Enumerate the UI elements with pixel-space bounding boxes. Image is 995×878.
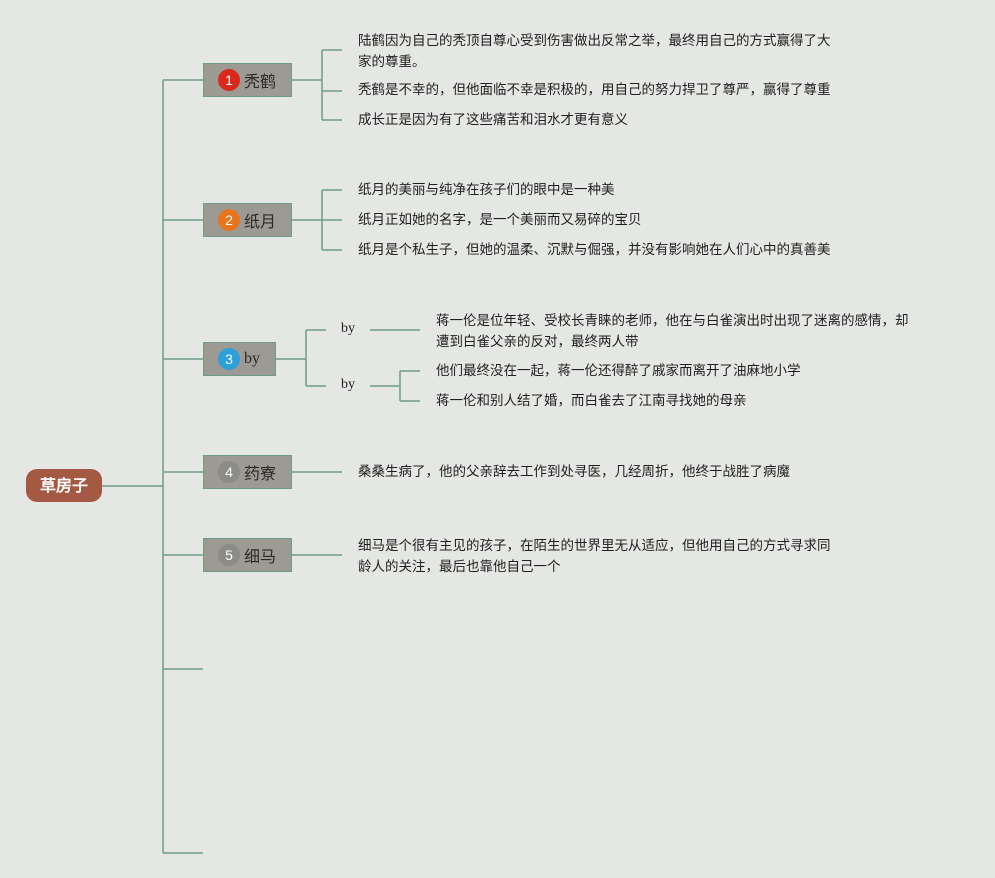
branch1-leaf-lines	[292, 49, 342, 121]
root-node[interactable]: 草房子	[26, 469, 102, 502]
branch-node-2[interactable]: 2 纸月	[203, 203, 292, 237]
branch-node-5[interactable]: 5 细马	[203, 538, 292, 572]
branch-label: 纸月	[244, 212, 277, 231]
branch2-leaf-lines	[292, 189, 342, 251]
sub-node-1[interactable]: by	[341, 321, 355, 337]
leaf-text[interactable]: 秃鹤是不幸的，但他面临不幸是积极的，用自己的努力捍卫了尊严，赢得了尊重	[358, 82, 831, 98]
branch-node-1[interactable]: 1 秃鹤	[203, 63, 292, 97]
number-badge-icon: 5	[218, 544, 240, 566]
sub-label: by	[341, 321, 355, 336]
leaf-text[interactable]: 纸月是个私生子，但她的温柔、沉默与倔强，并没有影响她在人们心中的真善美	[358, 242, 831, 258]
sub2-leaf-lines	[370, 370, 420, 402]
leaf-text[interactable]: 细马是个很有主见的孩子，在陌生的世界里无从适应，但他用自己的方式寻求同 龄人的关…	[358, 538, 831, 575]
sub-node-2[interactable]: by	[341, 377, 355, 393]
branch3-sub-lines	[276, 329, 326, 387]
branch-label: 药寮	[244, 464, 277, 483]
sub-label: by	[341, 377, 355, 392]
number-badge-icon: 3	[218, 348, 240, 370]
leaf-text[interactable]: 纸月的美丽与纯净在孩子们的眼中是一种美	[358, 182, 615, 198]
branch-node-3[interactable]: 3 by	[203, 342, 276, 376]
leaf-text[interactable]: 成长正是因为有了这些痛苦和泪水才更有意义	[358, 112, 628, 128]
branch-node-4[interactable]: 4 药寮	[203, 455, 292, 489]
branch-label: 细马	[244, 547, 277, 566]
root-label: 草房子	[39, 476, 88, 495]
leaf-text[interactable]: 蒋一伦是位年轻、受校长青睐的老师，他在与白雀演出时出现了迷离的感情，却 遭到白雀…	[436, 313, 909, 350]
leaf-text[interactable]: 桑桑生病了，他的父亲辞去工作到处寻医，几经周折，他终于战胜了病魔	[358, 464, 790, 480]
number-badge-icon: 2	[218, 209, 240, 231]
leaf-text[interactable]: 纸月正如她的名字，是一个美丽而又易碎的宝贝	[358, 212, 642, 228]
leaf-text[interactable]: 陆鹤因为自己的秃顶自尊心受到伤害做出反常之举，最终用自己的方式赢得了大 家的尊重…	[358, 33, 831, 70]
leaf-text[interactable]: 蒋一伦和别人结了婚，而白雀去了江南寻找她的母亲	[436, 393, 747, 409]
leaf-text[interactable]: 他们最终没在一起，蒋一伦还得醉了戚家而离开了油麻地小学	[436, 363, 801, 379]
branch-label: 秃鹤	[244, 72, 277, 91]
number-badge-icon: 4	[218, 461, 240, 483]
branch-label: by	[244, 350, 260, 367]
number-badge-icon: 1	[218, 69, 240, 91]
